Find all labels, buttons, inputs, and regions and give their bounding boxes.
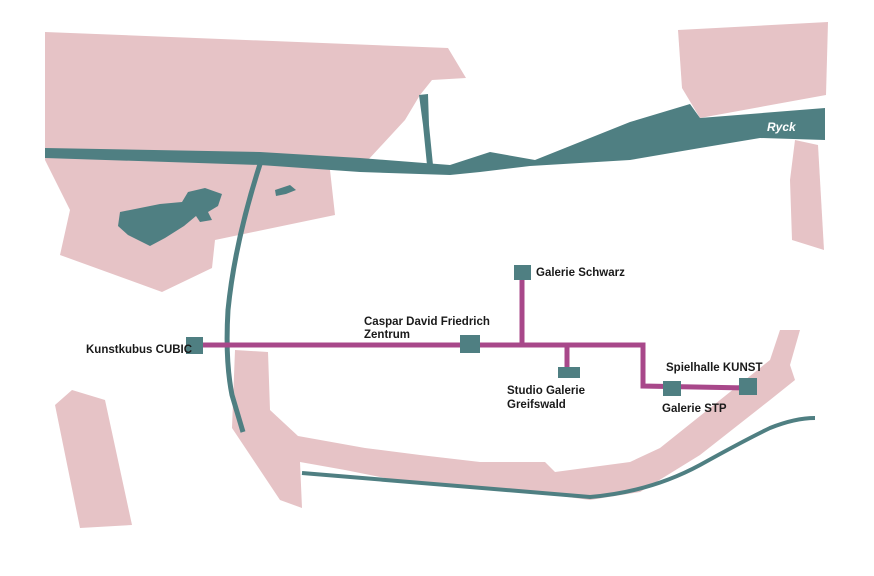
stations xyxy=(186,265,757,396)
station-spielhalle-kunst[interactable] xyxy=(739,378,757,395)
label-spielhalle-kunst: Spielhalle KUNST xyxy=(666,362,763,374)
canal-south xyxy=(301,416,816,500)
station-galerie-schwarz[interactable] xyxy=(514,265,531,280)
station-galerie-stp[interactable] xyxy=(663,381,681,396)
water-bodies xyxy=(45,94,825,500)
land-area-south xyxy=(232,330,800,508)
route-main-line xyxy=(194,342,749,391)
label-kunstkubus-cubic: Kunstkubus CUBIC xyxy=(86,344,192,356)
land-areas xyxy=(45,22,828,528)
station-kunstkubus-cubic[interactable] xyxy=(186,337,203,354)
gallery-route xyxy=(194,273,749,391)
label-studio-galerie-greifswald-line1: Studio Galerie xyxy=(507,385,585,397)
label-galerie-schwarz: Galerie Schwarz xyxy=(536,267,625,279)
canal-north xyxy=(419,94,433,165)
small-pond xyxy=(275,185,296,196)
station-caspar-david-friedrich-zentrum[interactable] xyxy=(460,335,480,353)
canal-west xyxy=(224,157,265,433)
land-area-northeast xyxy=(678,22,828,118)
land-area-southwest xyxy=(55,390,132,528)
label-caspar-david-friedrich-zentrum-line1: Caspar David Friedrich xyxy=(364,316,490,328)
pond xyxy=(118,188,222,246)
label-caspar-david-friedrich-zentrum-line2: Zentrum xyxy=(364,329,410,341)
station-labels: Kunstkubus CUBIC Caspar David Friedrich … xyxy=(86,120,797,415)
land-area-east-strip xyxy=(790,140,824,250)
label-river-ryck: Ryck xyxy=(767,120,797,134)
label-galerie-stp: Galerie STP xyxy=(662,403,727,415)
label-studio-galerie-greifswald-line2: Greifswald xyxy=(507,399,566,411)
station-studio-galerie-greifswald[interactable] xyxy=(558,367,580,378)
river-ryck xyxy=(45,104,825,175)
